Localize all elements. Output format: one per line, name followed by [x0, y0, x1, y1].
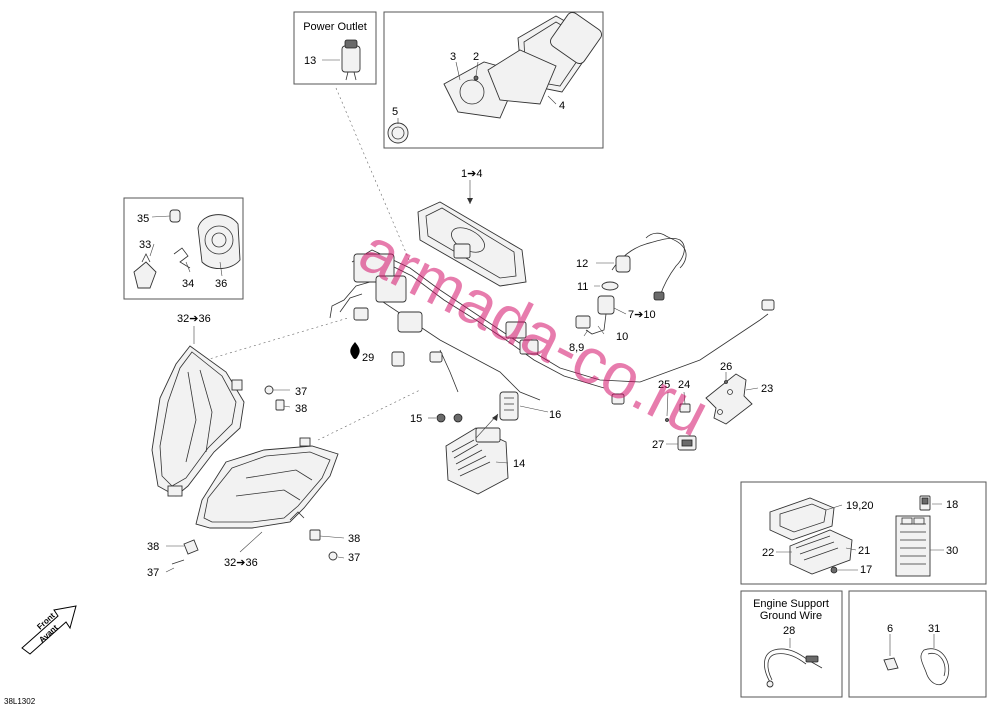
fuse-box-inset	[740, 481, 987, 585]
cable-tie-part	[920, 648, 950, 685]
gauge-bezel-part	[487, 49, 557, 105]
part-labels: 13 3 2 4 5 1➔4 35 33 34 36 32➔36 12 11 7…	[137, 51, 958, 637]
outlet-cable-part	[575, 232, 687, 335]
label-37-c: 37	[147, 567, 159, 579]
rivet-part	[665, 418, 669, 422]
gauge-box	[383, 11, 604, 149]
label-23: 23	[761, 383, 773, 395]
label-34: 34	[182, 278, 194, 290]
label-13: 13	[304, 55, 316, 67]
fastener-part	[171, 385, 338, 565]
power-outlet-title: Power Outlet	[303, 21, 367, 33]
gauge-cluster-part	[417, 201, 527, 287]
nut-part	[436, 413, 463, 423]
label-7-10: 7➔10	[628, 309, 656, 321]
small-screw-part	[724, 380, 728, 384]
label-37-a: 37	[295, 386, 307, 398]
drawing-code: 38L1302	[4, 697, 36, 706]
fuse-label-part	[895, 515, 931, 577]
label-24: 24	[678, 379, 690, 391]
label-19-20: 19,20	[846, 500, 874, 512]
label-3: 3	[450, 51, 456, 63]
label-38-b: 38	[348, 533, 360, 545]
spring-clip-part	[173, 247, 191, 269]
label-2: 2	[473, 51, 479, 63]
label-28: 28	[783, 625, 795, 637]
fuse-box-base-part	[789, 529, 853, 575]
mounting-bracket-part	[705, 373, 753, 425]
ground-wire-title-line2: Ground Wire	[760, 610, 822, 622]
label-22: 22	[762, 547, 774, 559]
headlight-parts-box	[123, 197, 244, 300]
speedometer-part	[387, 122, 409, 144]
voltage-regulator-part	[445, 427, 509, 495]
headlight-bulb-part	[133, 253, 157, 289]
wiring-harness-part	[329, 243, 775, 405]
label-4: 4	[559, 100, 565, 112]
label-30: 30	[946, 545, 958, 557]
label-5: 5	[392, 106, 398, 118]
power-outlet-part	[341, 39, 361, 81]
label-27: 27	[652, 439, 664, 451]
label-10: 10	[616, 331, 628, 343]
grommet-part	[883, 657, 899, 671]
screw-part	[830, 566, 838, 574]
screw-part	[473, 75, 479, 81]
reference-line	[335, 87, 411, 263]
label-25: 25	[658, 379, 670, 391]
label-17: 17	[860, 564, 872, 576]
reference-line	[205, 317, 349, 361]
ground-wire-title-line1: Engine Support	[753, 598, 829, 610]
label-15: 15	[410, 413, 422, 425]
fuse-box-cover-part	[769, 497, 835, 541]
label-18: 18	[946, 499, 958, 511]
label-11: 11	[577, 281, 588, 293]
bulb-cap-part	[169, 209, 181, 223]
relay-part	[677, 435, 697, 451]
headlight-lens-part	[195, 437, 339, 529]
label-14: 14	[513, 458, 525, 470]
label-38-a: 38	[295, 403, 307, 415]
label-6: 6	[887, 623, 893, 635]
ground-wire-part	[764, 648, 823, 688]
ground-wire-box	[740, 590, 843, 698]
label-38-c: 38	[147, 541, 159, 553]
label-21: 21	[858, 545, 870, 557]
power-outlet-box	[293, 11, 377, 85]
label-26: 26	[720, 361, 732, 373]
label-1-4: 1➔4	[461, 168, 482, 180]
front-arrow-icon: Front Avant	[21, 605, 77, 655]
headlight-reflector-part	[197, 214, 241, 269]
label-36: 36	[215, 278, 227, 290]
label-32-36-top: 32➔36	[177, 313, 211, 325]
label-37-b: 37	[348, 552, 360, 564]
headlight-housing-part	[151, 345, 245, 497]
label-8-9: 8,9	[569, 342, 584, 354]
harness-connector-part	[499, 391, 519, 421]
drop-icon	[350, 342, 360, 359]
reference-line	[317, 389, 421, 441]
label-33: 33	[139, 239, 151, 251]
label-32-36-bottom: 32➔36	[224, 557, 258, 569]
label-12: 12	[576, 258, 588, 270]
small-parts-box	[848, 590, 987, 698]
label-29: 29	[362, 352, 374, 364]
fuse-part	[919, 495, 931, 511]
label-35: 35	[137, 213, 149, 225]
label-31: 31	[928, 623, 940, 635]
label-16: 16	[549, 409, 561, 421]
